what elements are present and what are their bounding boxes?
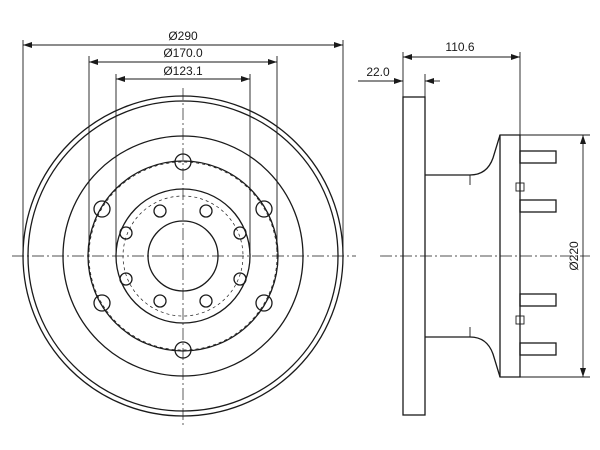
bolt-hole (174, 341, 192, 359)
stud-hole (199, 294, 213, 308)
bolt-hole (255, 294, 273, 312)
overall-height-label: 110.6 (445, 40, 474, 54)
dim-outer-diameter: Ø290 (22, 29, 344, 252)
stud-hole (153, 204, 167, 218)
hub-outer-circle (87, 160, 279, 352)
stud-hole (153, 294, 167, 308)
wheel-studs (515, 150, 557, 356)
front-view: Ø290 Ø170.0 Ø123.1 (12, 29, 356, 425)
center-bore (147, 220, 219, 292)
inner-circle-diameter-label: Ø123.1 (163, 64, 203, 78)
disc-thickness-label: 22.0 (366, 65, 390, 79)
inner-stud-holes (119, 204, 247, 308)
hub-body-outline (425, 134, 521, 378)
stud-hole (233, 272, 247, 286)
stud-hole (233, 226, 247, 240)
stud (519, 293, 557, 307)
stud-pitch-circle (122, 195, 244, 317)
side-view: 110.6 22.0 Ø220 (358, 40, 590, 416)
stud-base (515, 182, 525, 192)
bolt-hole (255, 200, 273, 218)
outer-diameter-label: Ø290 (168, 29, 198, 43)
outer-bolt-holes (93, 153, 273, 359)
stud-base (515, 315, 525, 325)
stud (519, 199, 557, 213)
dim-disc-thickness: 22.0 (358, 65, 440, 97)
disc-outer-edge-inner (27, 100, 339, 412)
bolt-circle-diameter-label: Ø170.0 (163, 46, 203, 60)
disc-plate-section (402, 96, 426, 416)
stud-hole (199, 204, 213, 218)
friction-ring-inner-edge (62, 135, 304, 377)
dim-bolt-circle-diameter: Ø170.0 (88, 46, 278, 252)
bolt-hole (93, 294, 111, 312)
stud (519, 150, 557, 164)
bolt-hole (93, 200, 111, 218)
stud-hole (119, 272, 133, 286)
dim-overall-height: 110.6 (402, 40, 521, 135)
bolt-hole (174, 153, 192, 171)
dim-hub-diameter: Ø220 (520, 134, 590, 378)
stud (519, 342, 557, 356)
dim-inner-circle-diameter: Ø123.1 (115, 64, 251, 252)
hub-diameter-label: Ø220 (567, 241, 581, 271)
stud-hole (119, 226, 133, 240)
bolt-circle (88, 161, 278, 351)
hub-inner-circle (115, 188, 251, 324)
disc-outer-edge (22, 95, 344, 417)
